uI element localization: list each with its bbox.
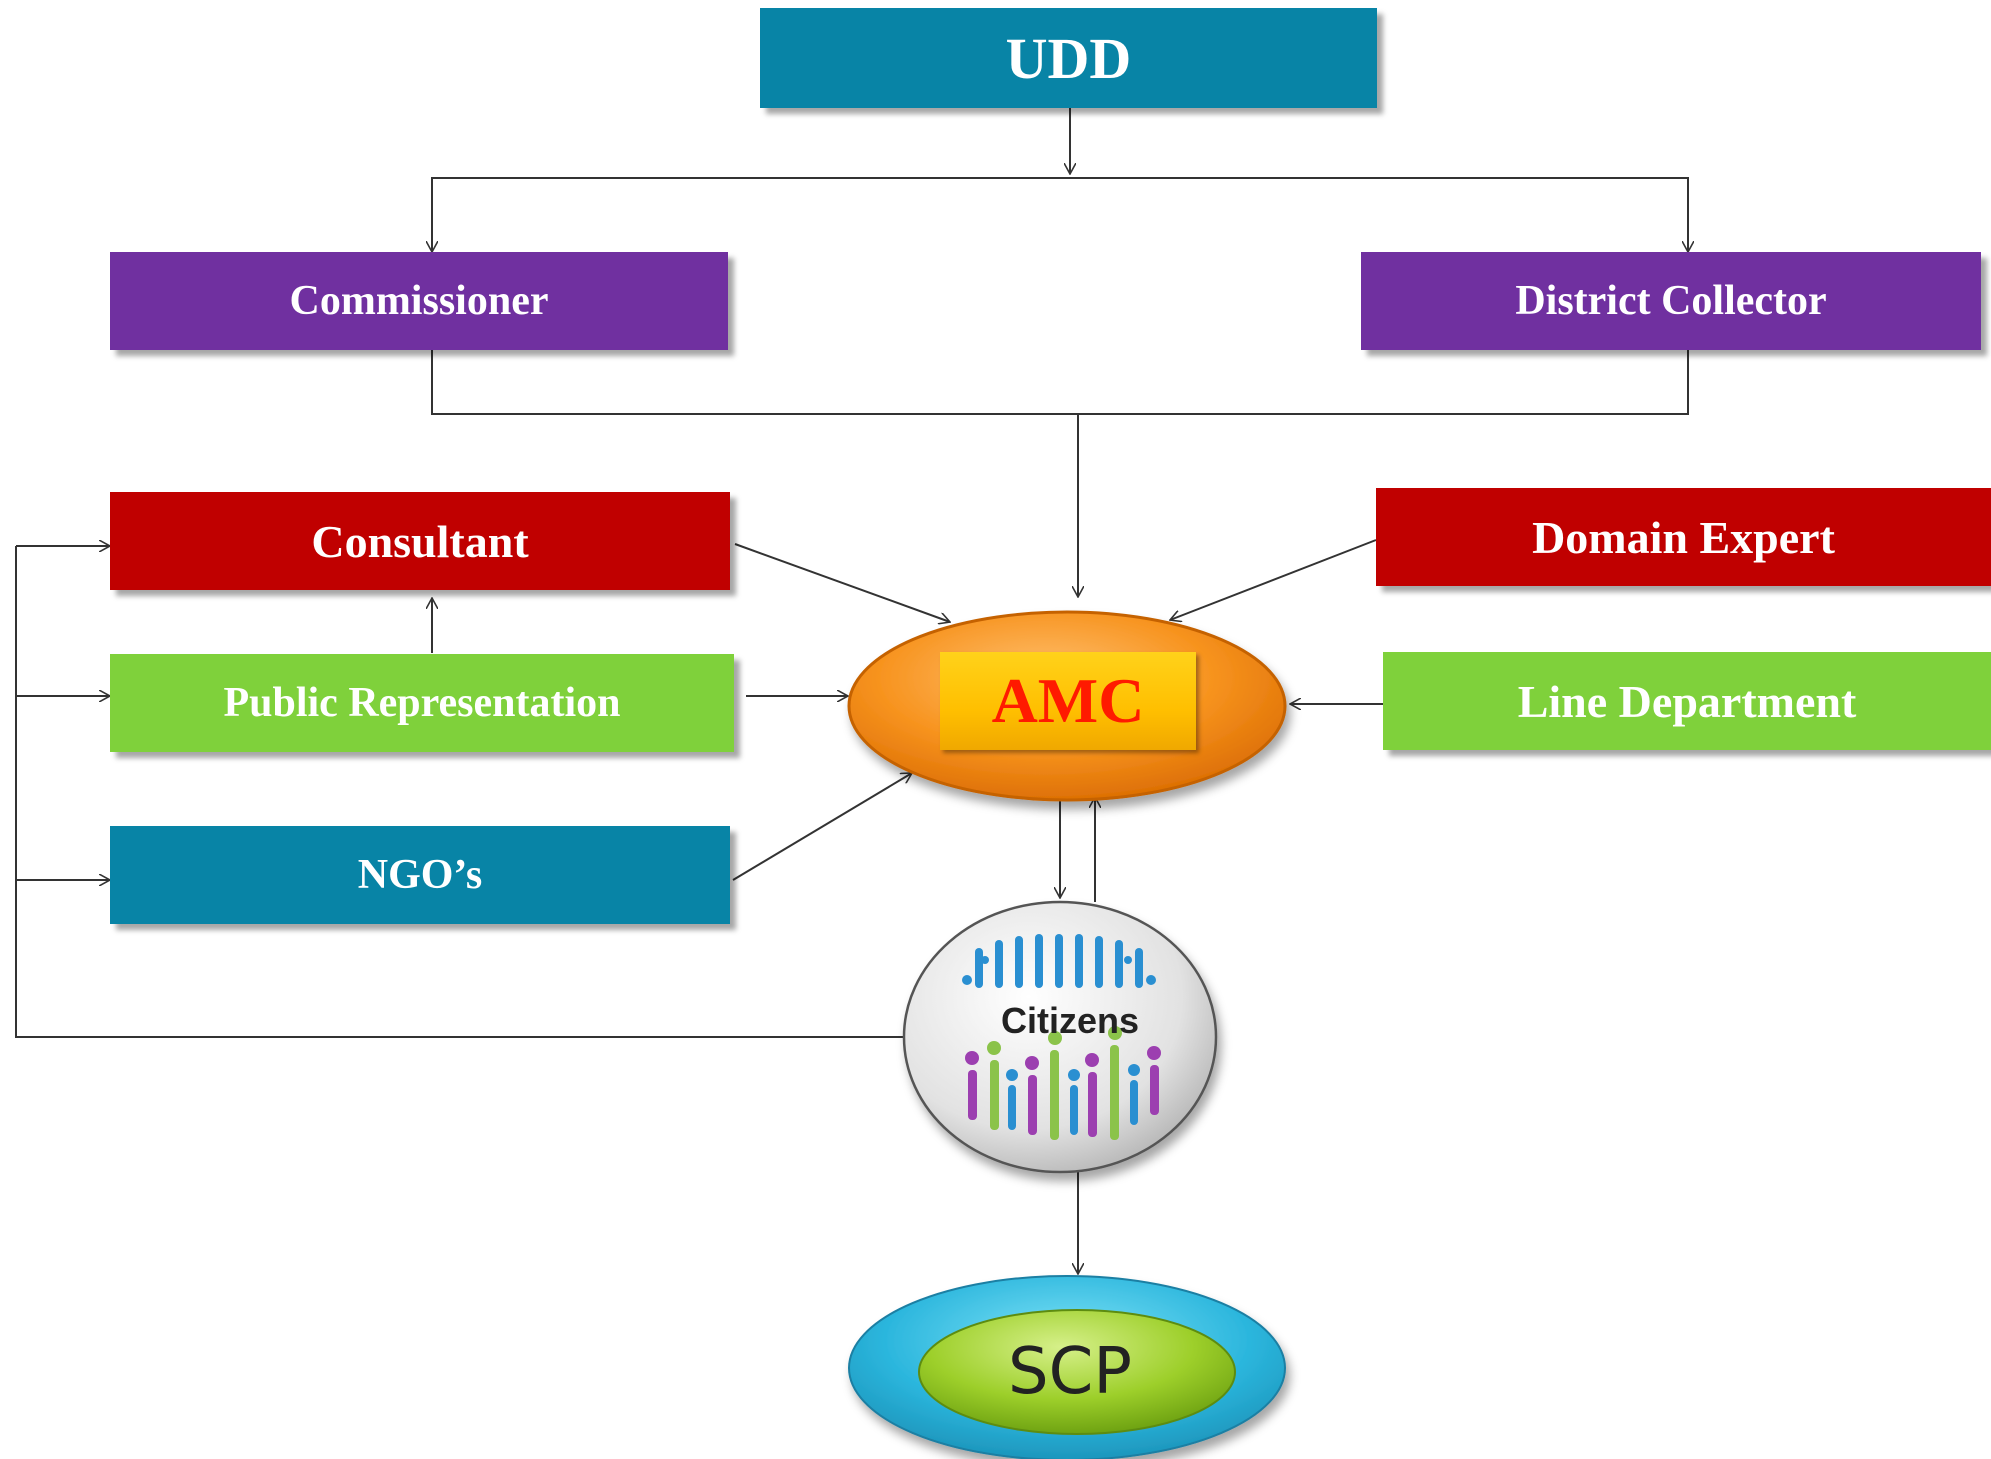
public-representation-box: Public Representation: [110, 654, 734, 752]
domain-expert-label: Domain Expert: [1532, 511, 1835, 563]
public-representation-label: Public Representation: [223, 680, 621, 726]
consultant-label: Consultant: [311, 515, 529, 567]
amc-citizens-connectors: [1060, 797, 1095, 902]
citizens-label: Citizens: [1000, 1000, 1140, 1041]
commissioner-label: Commissioner: [289, 278, 549, 324]
people-icon: [962, 934, 1161, 1140]
scp-shape: [848, 1275, 1286, 1459]
line-department-box: Line Department: [1383, 652, 1991, 750]
amc-input-connectors: [432, 539, 1383, 881]
district-collector-box: District Collector: [1361, 252, 1981, 350]
line-department-label: Line Department: [1517, 675, 1857, 727]
scp-label: SCP: [1008, 1335, 1132, 1409]
commissioner-box: Commissioner: [110, 252, 728, 350]
consultant-box: Consultant: [110, 492, 730, 590]
amc-label: AMC: [991, 665, 1145, 736]
amc-label-box: AMC: [940, 652, 1196, 750]
udd-box: UDD: [760, 8, 1377, 108]
district-collector-label: District Collector: [1515, 278, 1827, 324]
citizens-circle: [902, 900, 1218, 1174]
citizens-feedback-loop: [15, 546, 903, 1038]
ngos-label: NGO’s: [357, 852, 483, 898]
ngos-box: NGO’s: [110, 826, 730, 924]
domain-expert-box: Domain Expert: [1376, 488, 1991, 586]
udd-connectors: [432, 108, 1688, 597]
udd-label: UDD: [1005, 25, 1132, 91]
